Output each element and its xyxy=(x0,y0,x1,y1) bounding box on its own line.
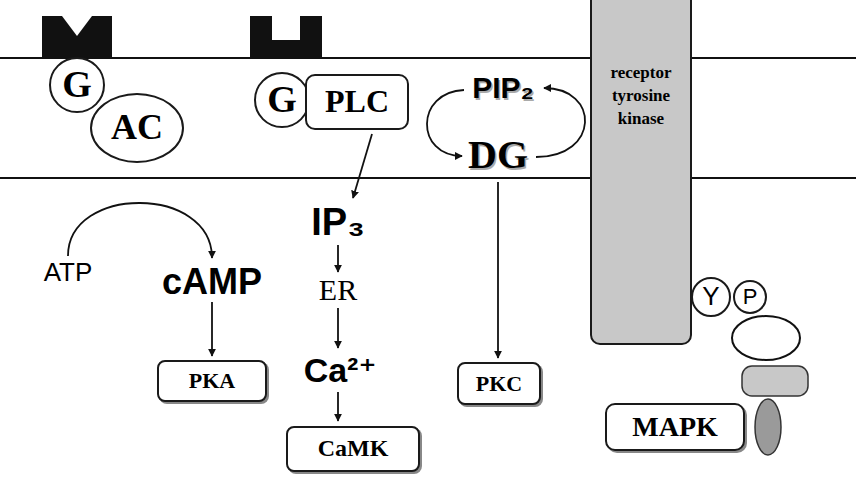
residue-circle: Y xyxy=(691,277,731,317)
node-text: PKC xyxy=(476,372,522,395)
adaptor-protein xyxy=(755,399,781,455)
reaction-arrow xyxy=(337,392,339,421)
kinase-box: PKC xyxy=(457,362,541,405)
molecule-label: cAMP xyxy=(162,264,262,300)
enzyme-box: PLC xyxy=(305,74,409,130)
molecule-label: ATP xyxy=(44,259,93,285)
molecule-label: Ca²⁺ xyxy=(304,353,377,387)
node-text: P xyxy=(743,285,758,308)
reaction-arrow xyxy=(337,245,339,272)
node-text: CaMK xyxy=(318,436,389,461)
g-protein-circle: G xyxy=(49,57,105,113)
reaction-arrow xyxy=(353,134,372,198)
adaptor-protein xyxy=(732,316,800,360)
reaction-arrow xyxy=(497,182,499,358)
node-text: receptor tyrosine kinase xyxy=(604,62,678,131)
g-protein-circle: G xyxy=(254,72,310,128)
reaction-arrow xyxy=(68,203,212,258)
node-text: PKA xyxy=(189,369,235,392)
enzyme-ellipse: AC xyxy=(90,93,184,163)
node-text: AC xyxy=(111,109,163,147)
molecule-label: ER xyxy=(319,275,357,305)
receptor-symbol xyxy=(42,16,112,58)
node-text: Y xyxy=(702,283,719,310)
kinase-box: CaMK xyxy=(286,426,420,472)
molecule-label: IP₃ xyxy=(311,203,364,241)
reaction-arrow xyxy=(337,308,339,348)
node-text: PLC xyxy=(325,85,389,119)
membrane-line xyxy=(0,57,856,59)
node-text: MAPK xyxy=(632,412,718,441)
reaction-arrow xyxy=(211,302,213,356)
receptor-bar: receptor tyrosine kinase xyxy=(590,0,692,345)
receptor-symbol xyxy=(250,16,322,58)
node-text: G xyxy=(62,65,92,105)
cycle-arrow xyxy=(536,88,585,157)
membrane-line xyxy=(0,177,856,179)
molecule-label: PIP₂ xyxy=(472,73,534,103)
phosphate-circle: P xyxy=(733,280,768,315)
kinase-box: MAPK xyxy=(605,403,745,451)
adaptor-protein xyxy=(742,366,808,396)
kinase-box: PKA xyxy=(157,360,267,402)
molecule-label: DG xyxy=(468,135,528,175)
node-text: G xyxy=(267,80,297,120)
cycle-arrow xyxy=(427,90,464,156)
